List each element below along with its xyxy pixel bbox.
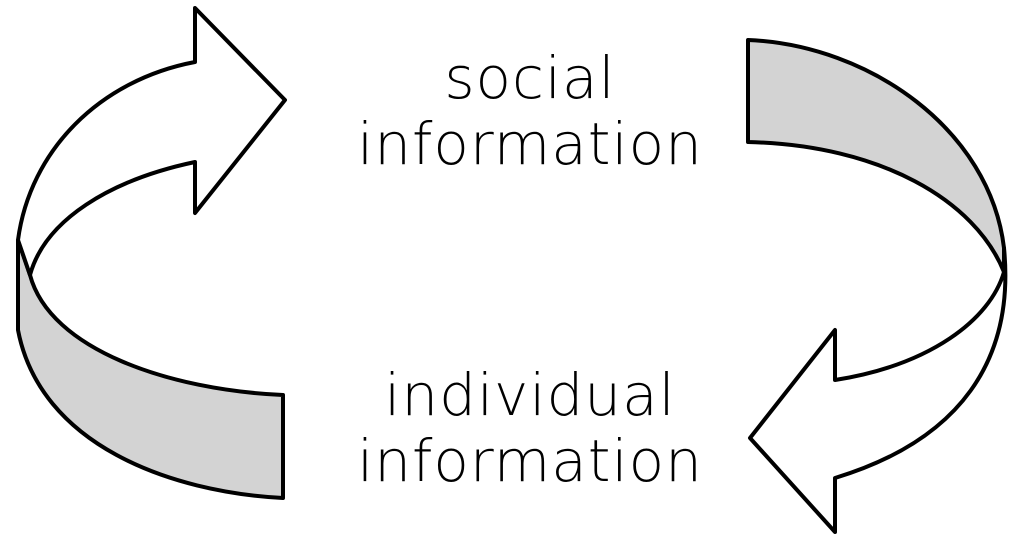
individual-label-line1: individual xyxy=(384,361,676,429)
social-label-line1: social xyxy=(444,44,616,112)
social-label-line2: information xyxy=(357,110,703,178)
right-arrow-front xyxy=(748,246,1008,534)
social-information-label: social information xyxy=(340,45,720,177)
left-arrow-front xyxy=(16,6,287,277)
left-arrow-inner-band xyxy=(16,238,285,500)
individual-label-line2: information xyxy=(357,427,703,495)
right-arrow-inner-band xyxy=(746,38,1006,274)
individual-information-label: individual information xyxy=(340,362,720,494)
